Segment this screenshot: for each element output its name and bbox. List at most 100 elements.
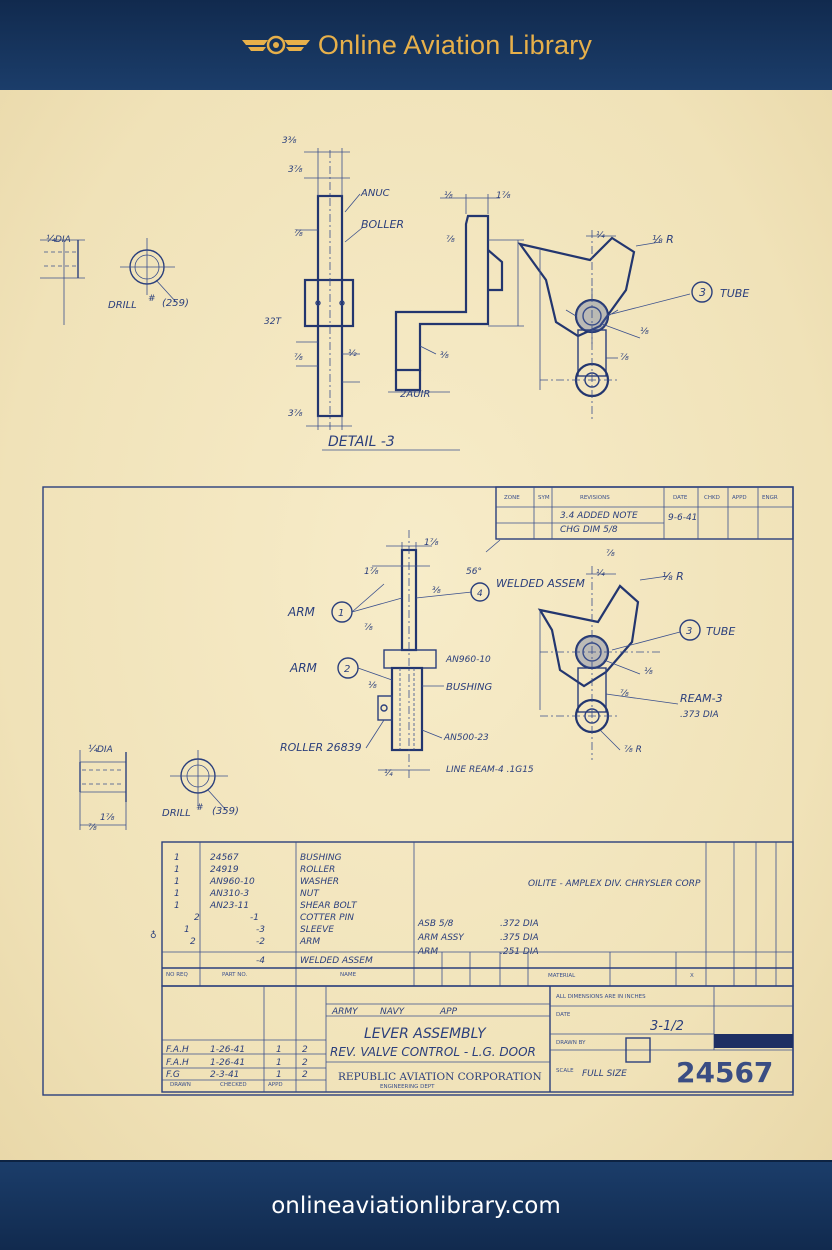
material-note: OILITE - AMPLEX DIV. CHRYSLER CORP <box>528 879 701 889</box>
svg-text:⅛ R: ⅛ R <box>662 570 684 583</box>
table-row-7-name: ARM <box>299 937 320 947</box>
svg-text:⅛: ⅛ <box>368 681 377 691</box>
arm-2-label: ARM <box>289 661 318 675</box>
table-row-6-qty: 1 <box>184 925 190 935</box>
arm-1-num: 1 <box>338 608 344 619</box>
svg-text:NO REQ: NO REQ <box>166 972 188 978</box>
assembly-drill-view: ¼ DIA 1⅞ ⅞ DRILL # (359) <box>79 743 239 833</box>
svg-text:#: # <box>148 294 156 304</box>
bushing-label: BUSHING <box>446 682 492 693</box>
svg-text:⅞: ⅞ <box>606 549 615 559</box>
svg-text:3⅞: 3⅞ <box>288 409 303 419</box>
table-row-1-qty: 1 <box>174 865 180 875</box>
wings-logo-icon <box>241 35 310 55</box>
svg-text:1-26-41: 1-26-41 <box>210 1045 245 1055</box>
svg-text:1⅞: 1⅞ <box>364 567 379 577</box>
svg-text:SCALE: SCALE <box>556 1068 574 1074</box>
svg-text:1: 1 <box>276 1058 282 1068</box>
table-row-7-qty: 2 <box>190 937 196 947</box>
svg-text:2: 2 <box>302 1045 308 1055</box>
an-label: AN500-23 <box>443 733 489 743</box>
svg-text:SYM: SYM <box>538 495 550 501</box>
svg-text:DATE: DATE <box>556 1012 571 1018</box>
table-row-6-part: -3 <box>256 925 265 935</box>
table-row-0-name: BUSHING <box>300 853 342 863</box>
ream-3-label: REAM-3 <box>680 692 723 705</box>
site-header: Online Aviation Library <box>0 0 832 92</box>
svg-text:CHECKED: CHECKED <box>220 1082 247 1088</box>
table-row-3-qty: 1 <box>174 889 180 899</box>
detail-3-title: DETAIL -3 <box>328 434 395 450</box>
svg-text:NAME: NAME <box>340 972 357 978</box>
revision-block: ZONE SYM REVISIONS DATE CHKD APPD ENGR 3… <box>495 486 794 540</box>
svg-text:F.A.H: F.A.H <box>166 1058 189 1068</box>
roller-label: ROLLER 26839 <box>280 741 362 754</box>
detail-3-dia-label: DIA <box>55 235 71 245</box>
svg-text:3.4 ADDED NOTE: 3.4 ADDED NOTE <box>560 511 638 521</box>
svg-text:1-26-41: 1-26-41 <box>210 1058 245 1068</box>
material-col-header: MATERIAL <box>548 973 576 979</box>
detail-3-drill-label: DRILL <box>108 300 137 311</box>
svg-text:⅞: ⅞ <box>446 235 455 245</box>
svg-text:3⅞: 3⅞ <box>288 165 303 175</box>
svg-text:DRAWN: DRAWN <box>170 1082 191 1088</box>
svg-text:9-6-41: 9-6-41 <box>668 513 697 523</box>
svg-text:⅛: ⅛ <box>644 667 653 677</box>
svg-text:3⅜: 3⅜ <box>282 136 297 146</box>
table-row-7-part: -2 <box>256 937 265 947</box>
detail-3-bar-part: 3⅜ 3⅞ ANUC BOLLER ⅞ 32T ⅞ ½ 3⅞ <box>264 136 404 430</box>
svg-text:AN960-10: AN960-10 <box>445 655 491 665</box>
svg-text:DATE: DATE <box>673 495 688 501</box>
assembly-drill-label: DRILL <box>162 808 191 819</box>
drawing-title-line1: LEVER ASSEMBLY <box>364 1026 487 1042</box>
svg-text:¼: ¼ <box>384 769 393 779</box>
svg-text:CHG DIM 5/8: CHG DIM 5/8 <box>560 525 618 535</box>
svg-text:ENGINEERING DEPT: ENGINEERING DEPT <box>380 1084 435 1090</box>
table-row-2-name: WASHER <box>300 877 339 887</box>
table-row-1-part: 24919 <box>210 865 239 875</box>
svg-text:⅜: ⅜ <box>432 586 441 596</box>
arm-2-num: 2 <box>344 664 350 675</box>
svg-text:PART NO.: PART NO. <box>222 972 247 978</box>
table-row-3-name: NUT <box>300 889 320 899</box>
table-row-4-part: AN23-11 <box>209 901 249 911</box>
site-title: Online Aviation Library <box>317 29 593 60</box>
svg-text:⅞: ⅞ <box>294 353 303 363</box>
table-row-5-qty: 2 <box>194 913 200 923</box>
svg-text:¼: ¼ <box>596 231 605 241</box>
detail-3-tube-num: 3 <box>699 286 706 299</box>
detail-3-drill-view: ¼ DIA DRILL # (259) <box>40 233 189 325</box>
weld-label: WELDED ASSEM <box>496 577 585 590</box>
svg-text:¼: ¼ <box>596 569 605 579</box>
detail-3-callout-2auir: 2AUIR <box>400 389 430 400</box>
site-url-link[interactable]: onlineaviationlibrary.com <box>271 1193 561 1219</box>
svg-text:⅜: ⅜ <box>440 351 449 361</box>
table-row-4-qty: 1 <box>174 901 180 911</box>
detail-3-cam-part: ¼ ⅛ R 3 TUBE ⅛ ⅞ <box>517 230 749 420</box>
assembly-drill-size: (359) <box>212 806 239 817</box>
detail-3-callout-boller: BOLLER <box>361 218 404 231</box>
svg-text:⅞ R: ⅞ R <box>624 745 642 755</box>
svg-text:¼: ¼ <box>46 233 56 245</box>
assembly-tube-label: TUBE <box>706 625 735 638</box>
svg-text:DRAWN BY: DRAWN BY <box>556 1040 586 1046</box>
arm-1-label: ARM <box>287 605 316 619</box>
table-row-8-part: -4 <box>256 956 265 966</box>
svg-text:F.A.H: F.A.H <box>166 1045 189 1055</box>
svg-text:ZONE: ZONE <box>504 495 520 501</box>
drawing-number: 24567 <box>676 1056 773 1089</box>
svg-text:♁: ♁ <box>150 930 157 941</box>
table-row-8-name: WELDED ASSEM <box>300 956 373 966</box>
table-row-5-name: COTTER PIN <box>300 913 354 923</box>
sheet-border <box>42 486 794 1096</box>
svg-text:ASB 5/8: ASB 5/8 <box>417 919 454 929</box>
svg-text:ALL DIMENSIONS ARE IN INCHES: ALL DIMENSIONS ARE IN INCHES <box>556 994 646 1000</box>
scale-fraction: 3-1/2 <box>650 1019 684 1034</box>
svg-text:¼: ¼ <box>88 743 98 755</box>
svg-text:F.G: F.G <box>166 1070 180 1080</box>
parts-list: NO REQ PART NO. NAME OILITE - AMPLEX DIV… <box>150 841 794 987</box>
svg-text:1⅞: 1⅞ <box>100 813 115 823</box>
assembly-view: 1⅞ 1⅞ ⅜ ⅞ ⅛ ¼ ARM 1 ARM 2 ROLLER 26839 5… <box>280 530 735 780</box>
svg-text:⅛: ⅛ <box>640 327 649 337</box>
svg-text:⅛ R: ⅛ R <box>652 233 674 246</box>
